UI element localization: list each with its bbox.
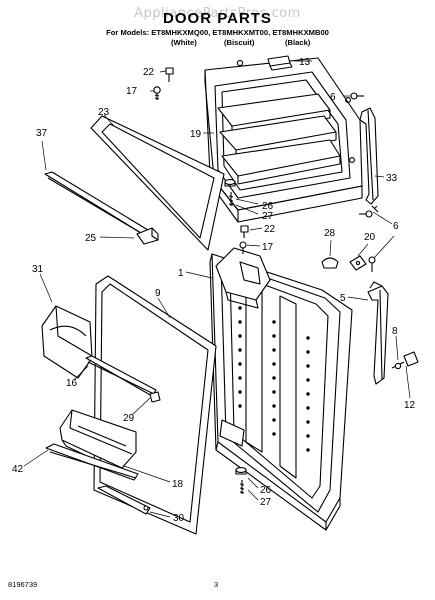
doc-number: 8196739 bbox=[8, 580, 38, 589]
color-white: (White) bbox=[171, 38, 197, 47]
callout-17-mid: 17 bbox=[262, 242, 274, 253]
callout-27-lower: 27 bbox=[260, 497, 272, 508]
page-number: 3 bbox=[214, 580, 219, 589]
callout-17-upper: 17 bbox=[126, 86, 138, 97]
callout-33: 33 bbox=[386, 173, 398, 184]
freezer-door bbox=[204, 57, 363, 223]
callout-22-upper: 22 bbox=[143, 67, 155, 78]
callout-13: 13 bbox=[299, 57, 311, 68]
screw-22-mid bbox=[240, 225, 249, 238]
callout-28: 28 bbox=[324, 228, 336, 239]
freezer-handle bbox=[359, 107, 379, 213]
door-shelf-holes bbox=[238, 306, 310, 452]
callout-22-mid: 22 bbox=[264, 224, 276, 235]
callout-19: 19 bbox=[190, 129, 202, 140]
hinge-bushing-12 bbox=[391, 351, 419, 370]
callout-numbers: 22 17 13 6 19 23 37 33 26 27 6 25 22 17 … bbox=[12, 57, 416, 524]
watermark: AppliancePartsPros.com bbox=[134, 6, 301, 21]
leader-lines bbox=[23, 60, 411, 518]
callout-26-upper: 26 bbox=[262, 201, 274, 212]
screw-17-mid bbox=[239, 241, 247, 254]
hinge-cover-13 bbox=[267, 55, 293, 71]
callout-27-upper: 27 bbox=[262, 211, 274, 222]
callout-12: 12 bbox=[404, 400, 416, 411]
callout-9: 9 bbox=[155, 288, 161, 299]
callout-6-upper: 6 bbox=[330, 92, 336, 103]
screw-22-upper bbox=[165, 67, 174, 82]
color-black: (Black) bbox=[285, 38, 311, 47]
plug-28 bbox=[321, 257, 339, 269]
callout-8: 8 bbox=[392, 326, 398, 337]
fresh-food-door bbox=[209, 247, 353, 531]
callout-37: 37 bbox=[36, 128, 48, 139]
screw-6-lower bbox=[359, 210, 373, 218]
callout-25: 25 bbox=[85, 233, 97, 244]
callout-26-lower: 26 bbox=[260, 485, 272, 496]
cap-20 bbox=[349, 255, 367, 271]
freezer-gasket bbox=[90, 115, 225, 251]
callout-31: 31 bbox=[32, 264, 44, 275]
screw-27-upper bbox=[228, 192, 234, 206]
callout-5: 5 bbox=[340, 293, 346, 304]
bottom-trim-30 bbox=[97, 485, 151, 515]
fresh-food-handle bbox=[367, 281, 389, 385]
trim-strip-37 bbox=[44, 171, 149, 237]
screw-6-upper bbox=[350, 92, 364, 100]
shelf-rail-16 bbox=[85, 355, 157, 397]
clip-25 bbox=[136, 227, 159, 245]
models-line: For Models: ET8MHKXMQ00, ET8MHKXMT00, ET… bbox=[106, 28, 329, 37]
bushing-26-lower bbox=[235, 467, 247, 475]
bushing-26-upper bbox=[224, 179, 236, 187]
callout-20: 20 bbox=[364, 232, 376, 243]
screw-6-right bbox=[368, 256, 376, 272]
callout-30: 30 bbox=[173, 513, 185, 524]
page-title: DOOR PARTS bbox=[163, 10, 272, 27]
screw-17-upper bbox=[153, 86, 161, 100]
color-biscuit: (Biscuit) bbox=[224, 38, 255, 47]
callout-23: 23 bbox=[98, 107, 110, 118]
screw-27-lower bbox=[239, 480, 245, 494]
callout-29: 29 bbox=[123, 413, 135, 424]
dairy-door-31 bbox=[41, 305, 93, 379]
callout-6-lower: 6 bbox=[393, 221, 399, 232]
callout-1: 1 bbox=[178, 268, 184, 279]
clip-29 bbox=[149, 391, 161, 403]
callout-16: 16 bbox=[66, 378, 78, 389]
callout-18: 18 bbox=[172, 479, 184, 490]
shelf-trim-42 bbox=[45, 443, 139, 481]
callout-42: 42 bbox=[12, 464, 24, 475]
